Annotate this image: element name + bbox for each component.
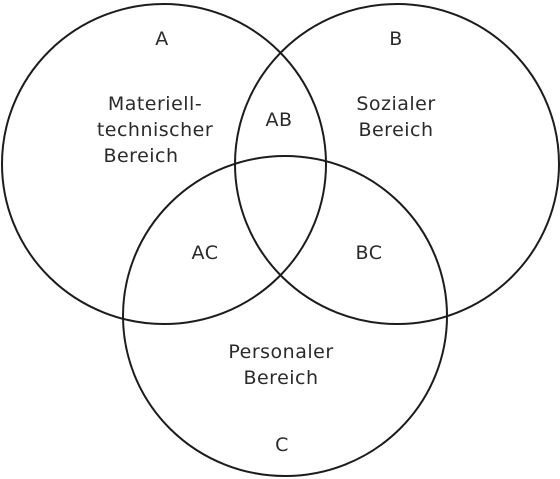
circle-b — [234, 3, 560, 325]
set-c-name-line-1: Personaler — [228, 341, 333, 363]
intersection-ac-label: AC — [192, 242, 219, 264]
set-a-name-line-1: Materiell- — [108, 93, 202, 115]
set-b-name-line-1: Sozialer — [356, 93, 435, 115]
intersection-ab-label: AB — [265, 109, 292, 131]
set-a-name-line-3: Bereich — [103, 145, 178, 167]
circle-c — [122, 155, 448, 477]
set-b-name-line-2: Bereich — [358, 119, 433, 141]
intersection-bc-label: BC — [356, 242, 383, 264]
set-c-name-line-2: Bereich — [243, 367, 318, 389]
set-b-letter: B — [389, 28, 403, 50]
set-a-name-line-2: technischer — [97, 119, 213, 141]
set-c-letter: C — [275, 434, 289, 456]
circle-a — [1, 3, 327, 325]
set-a-letter: A — [155, 28, 169, 50]
